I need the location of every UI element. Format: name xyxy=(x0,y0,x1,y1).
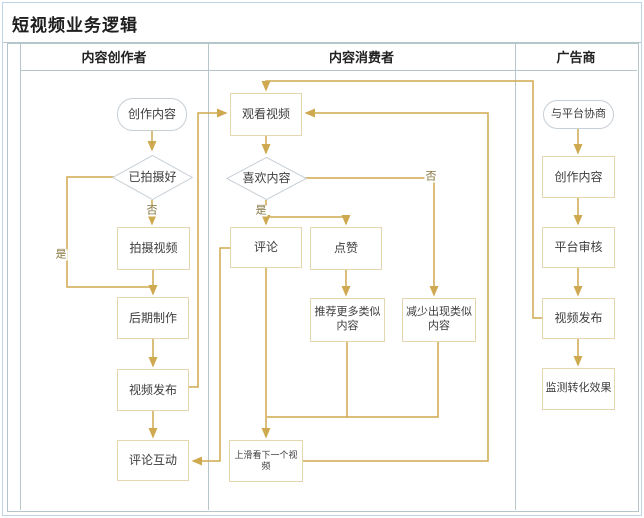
edge-comment-to-interact xyxy=(191,247,230,466)
lane-header-advertiser: 广告商 xyxy=(556,50,596,65)
node-label: 视频发布 xyxy=(128,382,177,397)
node-negotiate-platform: 与平台协商 xyxy=(543,100,614,129)
diamond-shape xyxy=(113,155,192,199)
edge-swipe-to-watch xyxy=(303,108,489,462)
title-underline xyxy=(3,42,641,43)
diagram-title: 短视频业务逻辑 xyxy=(12,16,138,35)
node-label: 拍摄视频 xyxy=(129,241,178,255)
node-label: 已拍摄好 xyxy=(128,170,177,184)
node-monitor-conversion: 监测转化效果 xyxy=(542,368,615,410)
node-platform-review: 平台审核 xyxy=(542,227,615,268)
node-label: 监测转化效果 xyxy=(545,382,612,395)
node-label: 喜欢内容 xyxy=(242,171,291,185)
lane-header-divider xyxy=(20,70,637,71)
node-filmed-decision: 已拍摄好 xyxy=(112,155,193,200)
edge-label-like-yes-comment: 是 xyxy=(254,204,268,217)
node-label: 创作内容 xyxy=(127,107,176,121)
node-shoot-video: 拍摄视频 xyxy=(117,227,190,270)
edge-publish-to-watch xyxy=(189,108,228,388)
node-label: 评论互动 xyxy=(128,453,177,467)
node-publish-video: 视频发布 xyxy=(117,369,189,411)
node-label: 评论 xyxy=(253,240,278,254)
node-ad-create-content: 创作内容 xyxy=(542,156,615,198)
edge-label-like-no-reduce: 否 xyxy=(424,170,438,183)
node-comment: 评论 xyxy=(230,227,302,268)
edge-filmed-yes-post xyxy=(66,176,153,288)
node-label: 平台审核 xyxy=(554,240,603,254)
node-label: 点赞 xyxy=(333,241,358,255)
lane-divider-consumer xyxy=(208,43,209,510)
lane-header-consumer: 内容消费者 xyxy=(328,50,394,65)
node-watch-video: 观看视频 xyxy=(230,93,302,136)
node-label: 创作内容 xyxy=(554,169,603,184)
node-label: 后期制作 xyxy=(128,310,177,325)
edge-reduce-merge xyxy=(267,342,439,418)
node-label: 减少出现类似内容 xyxy=(406,306,472,332)
pool xyxy=(7,43,639,512)
edge-label-filmed-yes-post: 是 xyxy=(54,248,68,261)
edge-adpublish-to-watch xyxy=(261,80,542,319)
lane-divider-advertiser xyxy=(515,43,516,510)
node-label: 视频发布 xyxy=(554,311,603,325)
edge-label-filmed-no-shoot: 否 xyxy=(145,204,159,217)
node-label: 推荐更多类似内容 xyxy=(314,306,381,332)
lane-header-creator: 内容创作者 xyxy=(81,50,147,65)
node-post-production: 后期制作 xyxy=(117,297,189,339)
edge-like-yes-like xyxy=(266,215,351,226)
node-like: 点赞 xyxy=(310,227,382,270)
node-label: 上滑看下一个视频 xyxy=(234,449,298,471)
node-create-content: 创作内容 xyxy=(117,98,187,131)
node-comment-interaction: 评论互动 xyxy=(117,440,189,481)
node-swipe-next-video: 上滑看下一个视频 xyxy=(229,440,303,482)
node-reduce-similar: 减少出现类似内容 xyxy=(402,298,476,342)
node-ad-publish-video: 视频发布 xyxy=(542,298,615,339)
node-label: 与平台协商 xyxy=(551,107,606,120)
pool-strip-divider xyxy=(20,43,21,510)
node-like-decision: 喜欢内容 xyxy=(226,157,307,200)
node-label: 观看视频 xyxy=(241,107,290,121)
node-recommend-more: 推荐更多类似内容 xyxy=(310,298,385,342)
diamond-shape xyxy=(227,157,306,199)
